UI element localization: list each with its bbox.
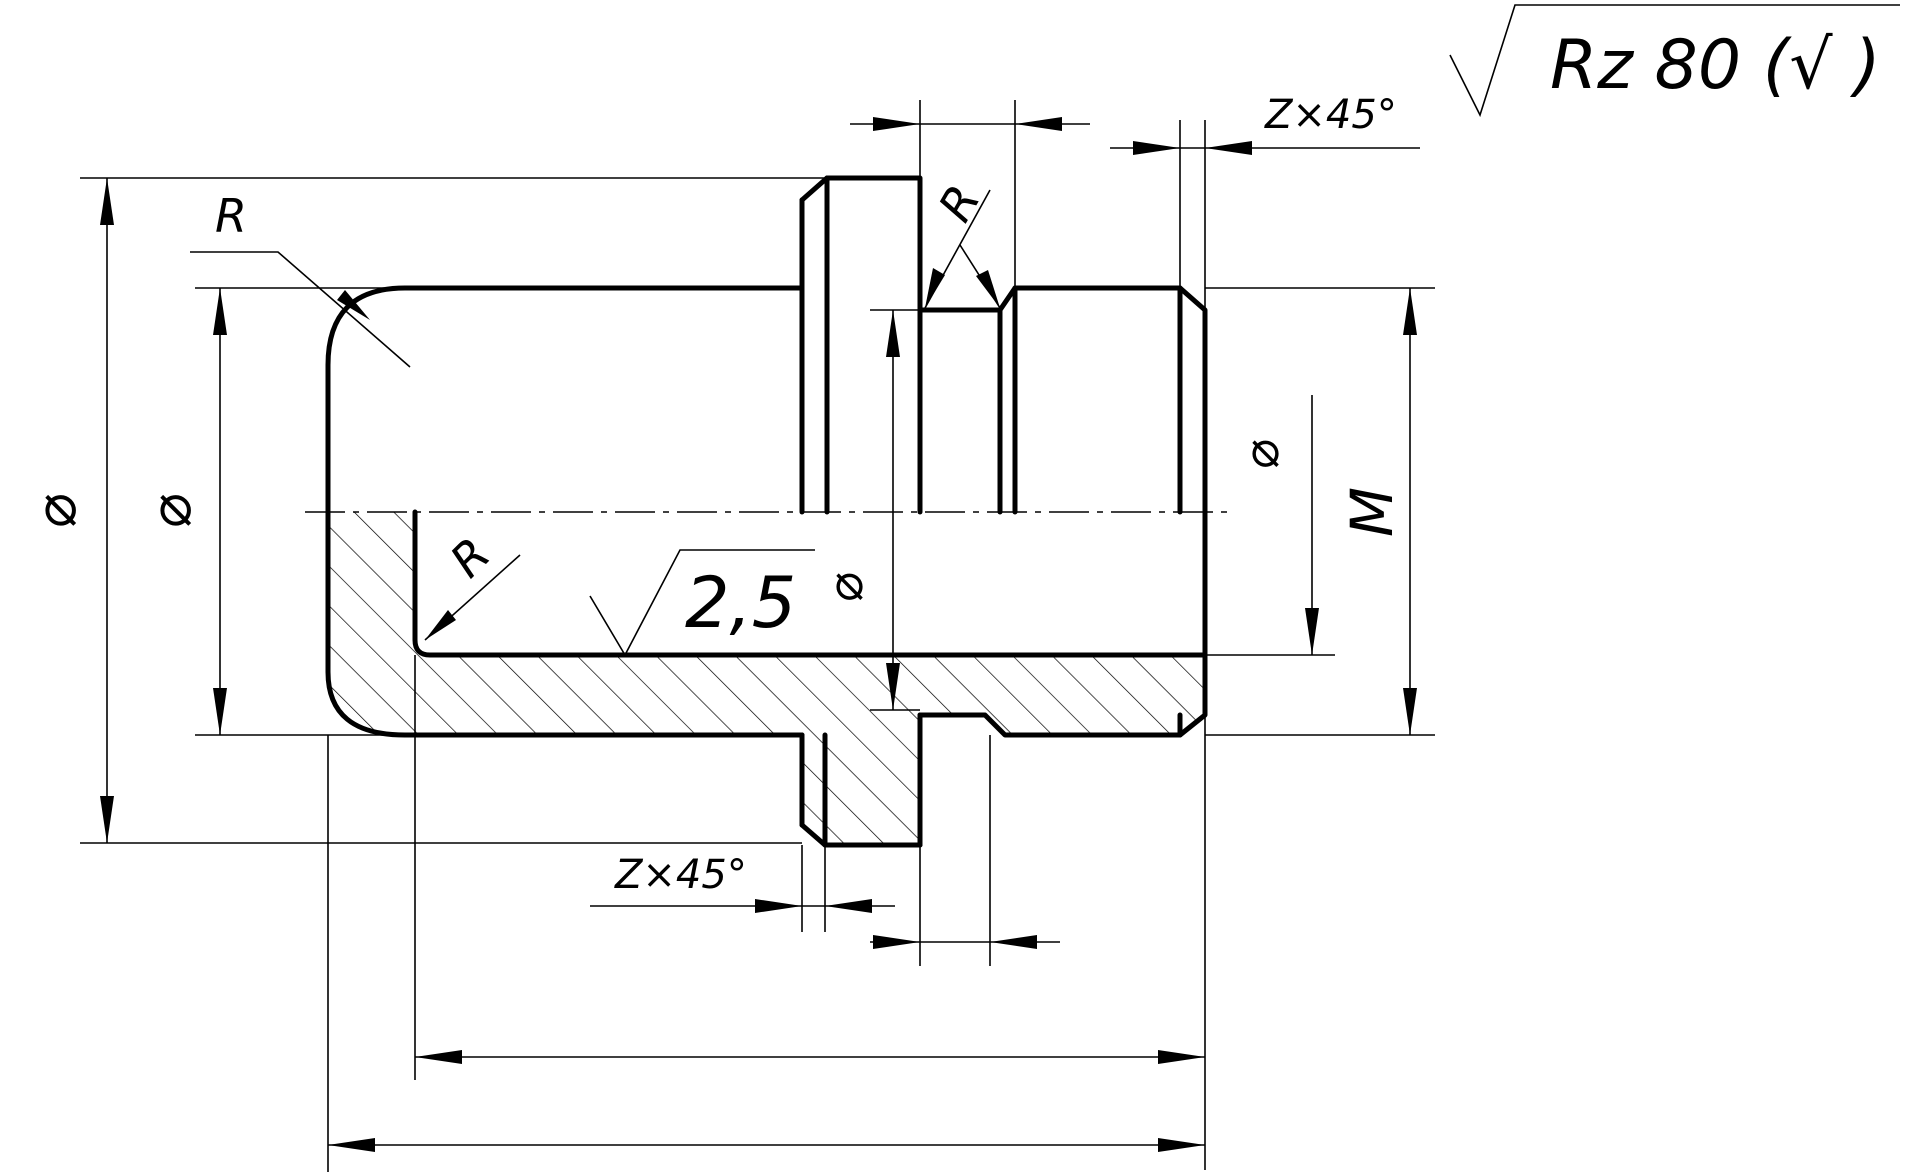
dimension-lines: [80, 4, 1900, 1172]
body-diameter-label: ⌀: [136, 494, 204, 529]
radius-label-inner: R: [440, 527, 501, 588]
local-roughness-label: 2,5: [685, 562, 796, 644]
general-roughness-label: Rz 80 (√ ): [1550, 26, 1881, 105]
chamfer-label-bottom: Z×45°: [614, 852, 747, 898]
groove-diameter-label: ⌀: [816, 573, 874, 603]
arrowheads: [100, 117, 1417, 1152]
section-hatching: [328, 512, 1205, 845]
bore-diameter-label: ⌀: [1232, 440, 1290, 470]
thread-label: M: [1338, 487, 1406, 537]
radius-label-groove: R: [928, 176, 991, 231]
radius-label-outer: R: [215, 189, 247, 243]
outer-diameter-label: ⌀: [21, 494, 89, 529]
dimension-labels: ⌀ ⌀ R R R Z×45° Z×45° M ⌀ ⌀ 2,5 Rz 80 (√…: [21, 26, 1881, 898]
chamfer-label-top: Z×45°: [1264, 92, 1397, 138]
flange: [799, 175, 1208, 658]
part-outline: [325, 175, 1208, 848]
outer-contour: [325, 285, 1208, 848]
